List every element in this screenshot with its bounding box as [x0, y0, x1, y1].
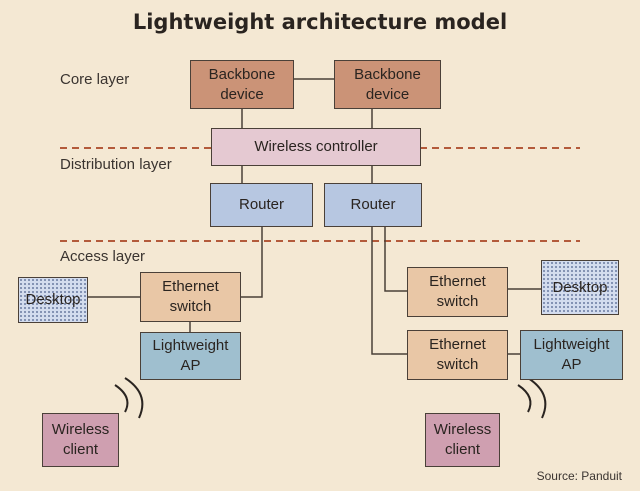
ethernet-switch-right-bottom: Ethernet switch [407, 330, 508, 380]
lightweight-ap-right: Lightweight AP [520, 330, 623, 380]
backbone-device-right: Backbone device [334, 60, 441, 109]
router-left: Router [210, 183, 313, 227]
link-router-right-switch-right-top [384, 227, 407, 292]
desktop-left: Desktop [18, 277, 88, 323]
link-router-left-switch-left [241, 227, 263, 298]
ethernet-switch-left: Ethernet switch [140, 272, 241, 322]
desktop-right: Desktop [541, 260, 619, 315]
wireless-signal-left-icon [114, 377, 144, 419]
source-credit: Source: Panduit [536, 469, 622, 483]
wireless-controller: Wireless controller [211, 128, 421, 166]
router-right: Router [324, 183, 422, 227]
access-layer-label: Access layer [60, 248, 146, 265]
diagram-title: Lightweight architecture model [132, 10, 508, 34]
distribution-layer-label: Distribution layer [60, 156, 172, 173]
ethernet-switch-right-top: Ethernet switch [407, 267, 508, 317]
lightweight-ap-left: Lightweight AP [140, 332, 241, 380]
core-layer-label: Core layer [60, 71, 130, 88]
wireless-signal-right-icon [517, 377, 547, 419]
backbone-device-left: Backbone device [190, 60, 294, 109]
wireless-client-left: Wireless client [42, 413, 119, 467]
link-router-right-switch-right-bottom [371, 227, 407, 355]
wireless-client-right: Wireless client [425, 413, 500, 467]
